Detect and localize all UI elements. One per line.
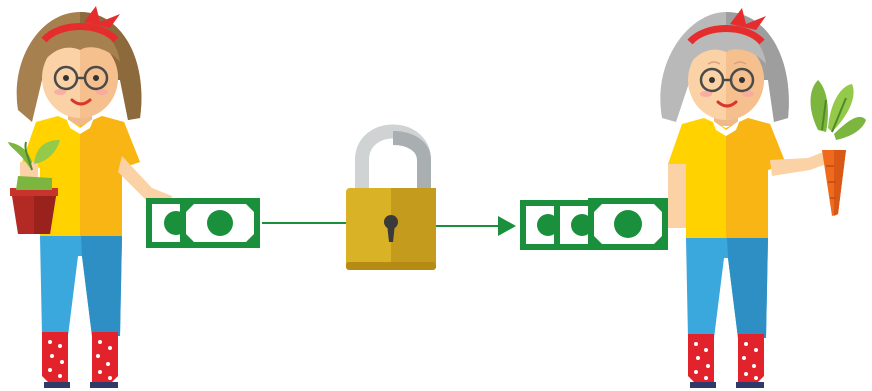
padlock-icon — [346, 132, 436, 271]
money-before-lock — [146, 198, 260, 248]
arrowhead-icon — [498, 216, 516, 236]
money-after-lock — [520, 198, 668, 250]
carrot-icon — [811, 80, 867, 216]
older-woman-figure — [660, 8, 832, 388]
